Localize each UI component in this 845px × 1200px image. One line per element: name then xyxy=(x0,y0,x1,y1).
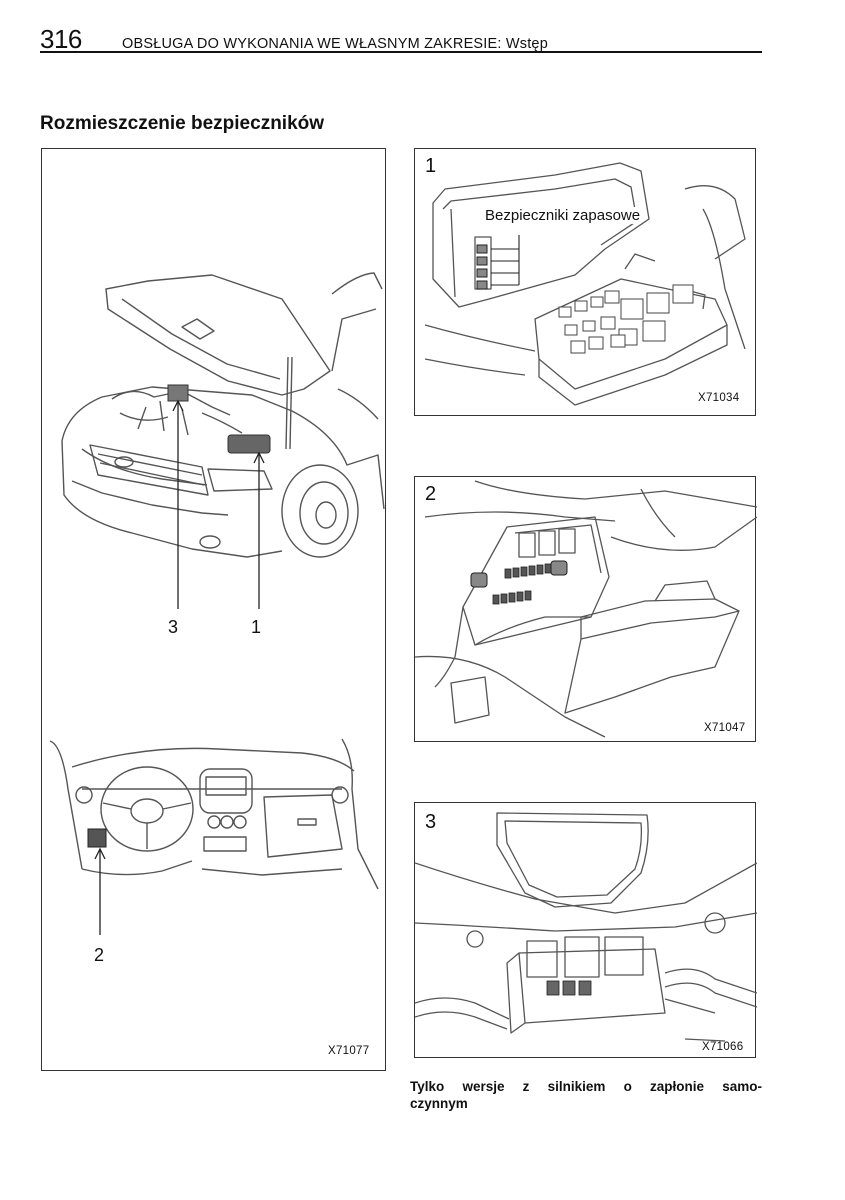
panel-number: 2 xyxy=(425,483,437,505)
instrument-panel-fuse-block-illustration xyxy=(415,480,757,738)
spare-fuses-label: Bezpieczniki zapasowe xyxy=(484,207,642,224)
figure-code: X71077 xyxy=(328,1045,370,1057)
page-number: 316 xyxy=(40,24,82,54)
figure-code: X71066 xyxy=(702,1041,744,1053)
caption-line-1: Tylko wersje z silnikiem o zapłonie samo… xyxy=(410,1079,762,1094)
panel-number: 3 xyxy=(425,811,437,833)
diesel-relay-box-illustration xyxy=(415,812,757,1042)
callout-3: 3 xyxy=(168,617,179,637)
caption-line-2: czynnym xyxy=(410,1096,468,1111)
fuse-box-spare-fuses-illustration xyxy=(424,162,746,406)
car-engine-and-dashboard-illustration xyxy=(49,272,385,935)
figure-code: X71047 xyxy=(704,722,746,734)
header-rule xyxy=(40,51,762,53)
section-title: Rozmieszczenie bezpieczników xyxy=(40,113,325,134)
callout-1: 1 xyxy=(251,617,262,637)
panel-number: 1 xyxy=(425,155,437,177)
panel-2: 2 X71047 xyxy=(414,476,757,742)
left-figure: 3 1 2 X71077 xyxy=(41,148,386,1071)
running-head: OBSŁUGA DO WYKONANIA WE WŁASNYM ZAKRESIE… xyxy=(122,36,548,52)
panel-3: 3 X71066 xyxy=(414,802,757,1058)
figure-caption: Tylko wersje z silnikiem o zapłonie samo… xyxy=(410,1078,762,1112)
panel-1: 1 Bezpieczniki zapasowe X71034 xyxy=(414,148,756,416)
figure-code: X71034 xyxy=(698,392,740,404)
callout-2: 2 xyxy=(94,945,105,965)
